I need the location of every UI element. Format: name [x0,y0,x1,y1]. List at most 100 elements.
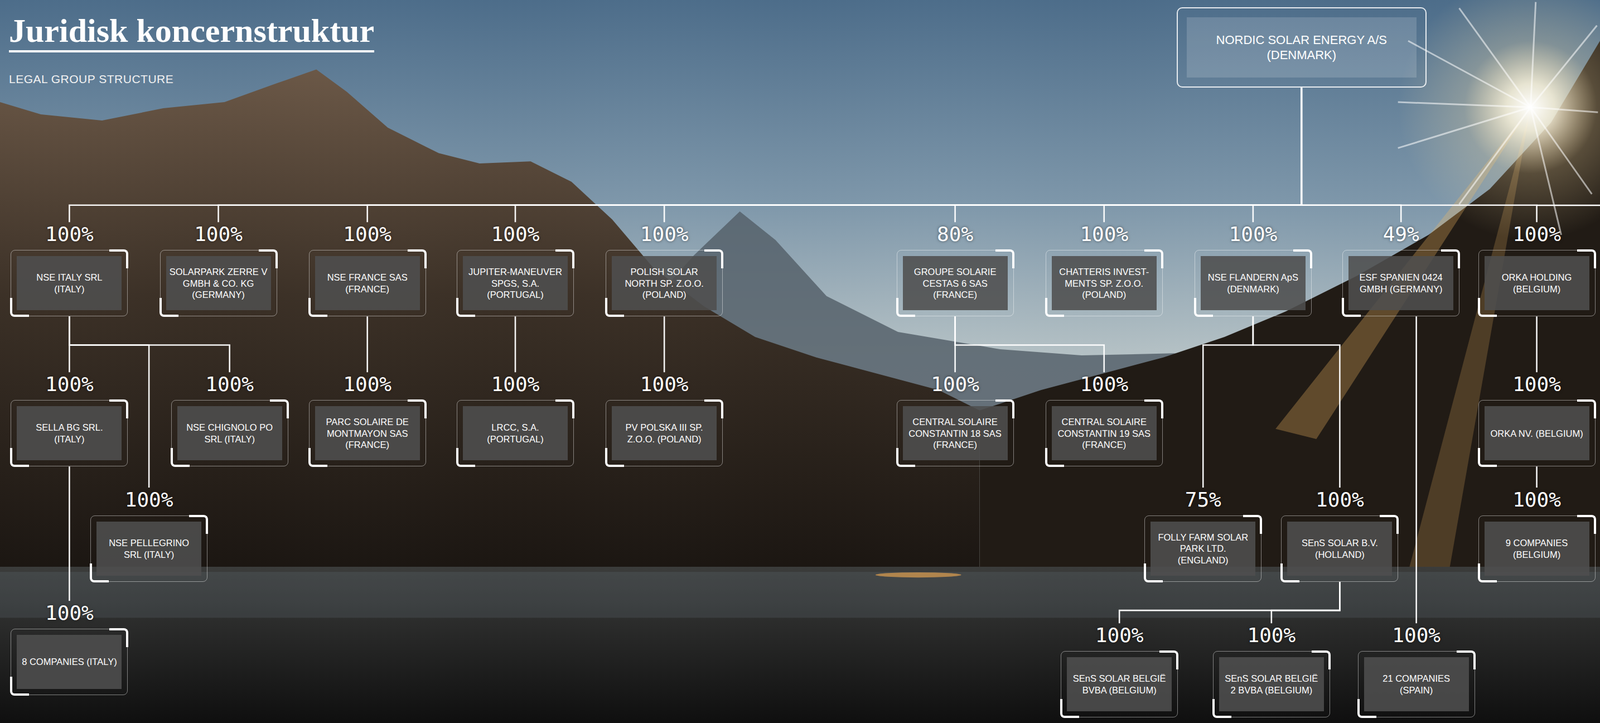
company-box: CENTRAL SOLAIRE CONSTANTIN 19 SAS (FRANC… [1045,399,1163,467]
ownership-line [1301,87,1537,222]
company-box: ESF SPANIEN 0424 GMBH (GERMANY) [1342,249,1460,317]
company-node: 100% PV POLSKA III SP. Z.O.O. (POLAND) [605,371,723,467]
company-node: 100% NSE FRANCE SAS (FRANCE) [308,221,427,317]
subtitle: LEGAL GROUP STRUCTURE [8,72,375,86]
company-node: 100%NSE ITALY SRL (ITALY) [10,221,128,317]
company-box: CENTRAL SOLAIRE CONSTANTIN 18 SAS (FRANC… [896,399,1014,467]
company-name: NORDIC SOLAR ENERGY A/S (DENMARK) [1190,32,1414,64]
company-box-fill: ESF SPANIEN 0424 GMBH (GERMANY) [1348,255,1454,311]
company-name: 8 COMPANIES (ITALY) [21,655,118,667]
company-box: POLISH SOLAR NORTH SP. Z.O.O. (POLAND) [605,249,723,317]
company-name: SELLA BG SRL. (ITALY) [20,421,119,445]
ownership-percent: 100% [1478,371,1596,397]
company-box-fill: CENTRAL SOLAIRE CONSTANTIN 18 SAS (FRANC… [902,405,1008,461]
company-name: GROUPE SOLARIE CESTAS 6 SAS (FRANCE) [906,266,1005,301]
company-box-fill: PARC SOLAIRE DE MONTMAYON SAS (FRANCE) [315,405,420,461]
company-box: FOLLY FARM SOLAR PARK LTD. (ENGLAND) [1144,515,1262,582]
ownership-percent: 100% [1045,221,1163,247]
ownership-line [1104,87,1302,222]
company-box: SEnS SOLAR B.V. (HOLLAND) [1281,515,1399,582]
company-node: 100% CHATTERIS INVEST-MENTS SP. Z.O.O. (P… [1045,221,1163,317]
company-box: NSE CHIGNOLO PO SRL (ITALY) [171,399,289,467]
company-name: CHATTERIS INVEST-MENTS SP. Z.O.O. (POLAN… [1055,266,1154,301]
company-box: NSE ITALY SRL (ITALY) [10,249,128,317]
company-box-fill: FOLLY FARM SOLAR PARK LTD. (ENGLAND) [1150,521,1256,576]
ownership-line [1253,87,1302,222]
ownership-line [68,466,71,601]
company-box: 21 COMPANIES (SPAIN) [1357,650,1476,718]
company-name: PV POLSKA III SP. Z.O.O. (POLAND) [615,421,714,445]
company-name: NSE CHIGNOLO PO SRL (ITALY) [180,421,279,445]
company-node: 100%JUPITER-MANEUVER SPGS, S.A. (PORTUGA… [456,221,574,317]
company-box-fill: NORDIC SOLAR ENERGY A/S (DENMARK) [1186,17,1417,79]
company-node: 100% PARC SOLAIRE DE MONTMAYON SAS (FRANC… [308,371,427,467]
company-box: LRCC, S.A. (PORTUGAL) [456,399,574,467]
ownership-percent: 100% [10,221,128,247]
ownership-percent: 100% [308,371,427,397]
company-node: 100%21 COMPANIES (SPAIN) [1357,622,1476,718]
ownership-percent: 100% [1212,622,1331,648]
ownership-percent: 100% [171,371,289,397]
company-node: 100% SELLA BG SRL. (ITALY) [10,371,128,467]
company-box: SEnS SOLAR BELGIË 2 BVBA (BELGIUM) [1212,650,1331,718]
ownership-percent: 100% [10,371,128,397]
company-node: 100% ORKA NV. (BELGIUM) [1478,371,1596,467]
ownership-line [955,316,1105,372]
company-box-fill: NSE CHIGNOLO PO SRL (ITALY) [177,405,283,461]
company-box: JUPITER-MANEUVER SPGS, S.A. (PORTUGAL) [456,249,574,317]
company-box-fill: ORKA NV. (BELGIUM) [1484,405,1590,461]
company-node: 100%ORKA HOLDING (BELGIUM) [1478,221,1596,317]
sun-rays [1398,2,1599,235]
lake-reflection [0,571,1600,618]
company-box: NSE FLANDERN ApS (DENMARK) [1194,249,1312,317]
company-name: 21 COMPANIES (SPAIN) [1367,672,1466,696]
company-name: ESF SPANIEN 0424 GMBH (GERMANY) [1351,271,1450,295]
ownership-percent: 100% [10,600,128,626]
ownership-line [218,87,1302,222]
company-node: 100%POLISH SOLAR NORTH SP. Z.O.O. (POLAN… [605,221,723,317]
header: Juridisk koncernstrukturLEGAL GROUP STRU… [8,12,375,86]
ownership-percent: 100% [456,371,574,397]
company-box: 8 COMPANIES (ITALY) [10,628,128,695]
ownership-percent: 100% [1060,622,1178,648]
company-box: NSE FRANCE SAS (FRANCE) [308,249,427,317]
company-name: POLISH SOLAR NORTH SP. Z.O.O. (POLAND) [615,266,714,301]
ownership-line [366,316,369,372]
ownership-line [1535,466,1538,488]
company-box: CHATTERIS INVEST-MENTS SP. Z.O.O. (POLAN… [1045,249,1163,317]
ownership-percent: 75% [1144,487,1262,512]
ownership-percent: 100% [1478,487,1596,512]
company-box: 9 COMPANIES (BELGIUM) [1478,515,1596,582]
company-box-fill: LRCC, S.A. (PORTUGAL) [462,405,568,461]
ownership-percent: 100% [308,221,427,247]
ownership-percent: 100% [605,371,723,397]
ownership-line [1415,316,1418,623]
ownership-percent: 80% [896,221,1014,247]
ownership-line [955,87,1302,222]
company-box-fill: 8 COMPANIES (ITALY) [16,634,122,689]
ownership-percent: 49% [1342,221,1460,247]
company-node: 100% LRCC, S.A. (PORTUGAL) [456,371,574,467]
company-node: 100% 9 COMPANIES (BELGIUM) [1478,487,1596,582]
company-node: 80% GROUPE SOLARIE CESTAS 6 SAS (FRANCE) [896,221,1014,317]
company-name: NSE PELLEGRINO SRL (ITALY) [99,537,198,560]
company-box-fill: 21 COMPANIES (SPAIN) [1364,656,1469,712]
company-box: SELLA BG SRL. (ITALY) [10,399,128,467]
company-box: GROUPE SOLARIE CESTAS 6 SAS (FRANCE) [896,249,1014,317]
company-name: FOLLY FARM SOLAR PARK LTD. (ENGLAND) [1153,531,1253,566]
company-box-fill: SEnS SOLAR BELGIË BVBA (BELGIUM) [1066,656,1172,712]
company-box: NORDIC SOLAR ENERGY A/S (DENMARK) [1176,7,1427,89]
company-box-fill: NSE FRANCE SAS (FRANCE) [315,255,420,311]
company-box-fill: SELLA BG SRL. (ITALY) [16,405,122,461]
ownership-line [1202,316,1254,488]
ownership-percent: 100% [1194,221,1312,247]
company-box-fill: JUPITER-MANEUVER SPGS, S.A. (PORTUGAL) [462,255,568,311]
company-box: PARC SOLAIRE DE MONTMAYON SAS (FRANCE) [308,399,427,467]
ownership-line [1301,87,1401,222]
ownership-percent: 100% [1045,371,1163,397]
ownership-percent: 100% [160,221,278,247]
company-node: 100% SEnS SOLAR BELGIË BVBA (BELGIUM) [1060,622,1178,718]
